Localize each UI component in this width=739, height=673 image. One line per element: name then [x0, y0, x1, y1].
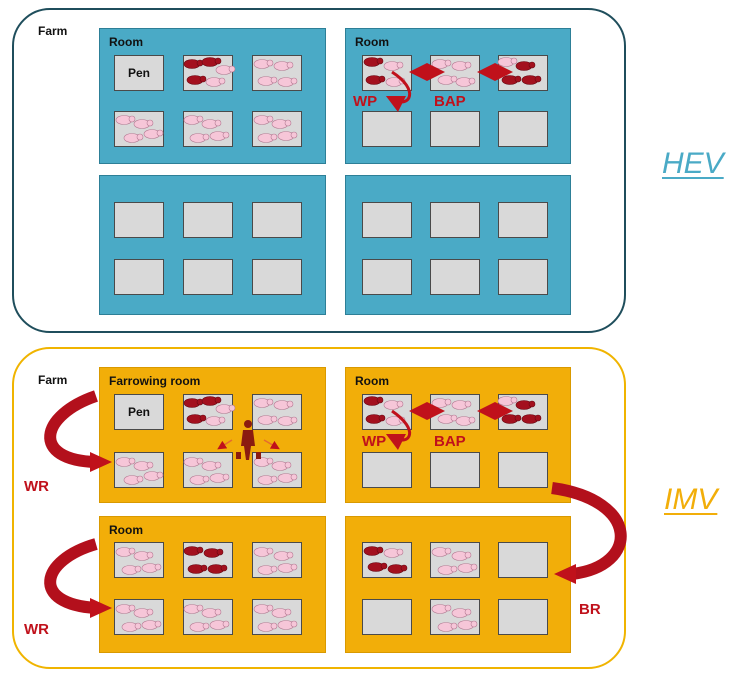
- wp-arrow-icon: [385, 70, 412, 113]
- room-label: Room: [355, 374, 389, 388]
- pen-label: Pen: [127, 66, 150, 80]
- room-label: Farrowing room: [109, 374, 201, 388]
- hev-pen-empty: [498, 259, 548, 295]
- room-label: Room: [109, 523, 143, 537]
- bap-label: BAP: [434, 93, 466, 110]
- pig-group-icon: [253, 398, 298, 426]
- pig-group-icon: [183, 115, 230, 143]
- wr-arrow-icon: [44, 538, 98, 614]
- pig-group-icon: [183, 457, 230, 485]
- pig-group-icon: [431, 547, 478, 575]
- pig-group-icon: [431, 398, 476, 426]
- pig-group-icon: [363, 57, 406, 87]
- pig-group-icon: [431, 59, 476, 87]
- br-arrow-icon: [551, 482, 627, 580]
- pig-group-icon: [115, 604, 162, 632]
- room-label: Room: [109, 35, 143, 49]
- pig-group-icon: [253, 59, 298, 87]
- pig-group-icon: [183, 396, 236, 426]
- farmer-icon: [217, 420, 280, 460]
- hev-pen-empty: [183, 259, 233, 295]
- pig-group-icon: [253, 115, 298, 143]
- hev-pen-empty: [252, 259, 302, 295]
- room-label: Room: [355, 35, 389, 49]
- bap-label: BAP: [434, 433, 466, 450]
- hev-pen-labelled: Pen: [114, 55, 164, 91]
- hev-farm: Farm: [12, 8, 626, 333]
- wp-arrow-icon: [385, 409, 412, 451]
- wp-label: WP: [353, 93, 378, 110]
- imv-pen-empty: [498, 452, 548, 488]
- pig-group-icon: [183, 604, 230, 632]
- hev-pen-empty: [114, 202, 164, 238]
- hev-pen-empty: [362, 111, 412, 147]
- hev-pen-pink: [183, 111, 233, 147]
- imv-tag: IMV: [664, 483, 718, 516]
- hev-pen-empty: [362, 202, 412, 238]
- pig-group-icon: [115, 547, 162, 575]
- pig-group-icon: [497, 57, 542, 85]
- pig-group-icon: [115, 457, 164, 485]
- imv-pen-empty: [362, 452, 412, 488]
- wr-label: WR: [24, 478, 49, 495]
- pen-label: Pen: [127, 405, 150, 419]
- hev-farm-label: Farm: [38, 24, 68, 38]
- imv-farm-label: Farm: [38, 373, 68, 387]
- pig-group-icon: [115, 115, 164, 143]
- pig-group-icon: [253, 457, 298, 485]
- pig-group-icon: [497, 396, 542, 424]
- br-label: BR: [579, 601, 601, 618]
- br-arrowhead-icon: [554, 564, 576, 584]
- imv-pen-empty: [362, 599, 412, 635]
- hev-pen-empty: [362, 259, 412, 295]
- pig-group-icon: [253, 547, 298, 575]
- pig-group-icon: [431, 604, 478, 632]
- imv-pen-empty: [498, 542, 548, 578]
- hev-pen-empty: [252, 202, 302, 238]
- hev-pen-empty: [430, 202, 480, 238]
- wr-arrowhead-icon: [90, 452, 112, 472]
- wr-label: WR: [24, 621, 49, 638]
- pig-group-icon: [253, 604, 298, 632]
- pig-group-icon: [363, 546, 408, 574]
- hev-pen-empty: [114, 259, 164, 295]
- imv-pen-empty: [498, 599, 548, 635]
- pig-group-icon: [363, 396, 406, 426]
- hev-tag: HEV: [662, 147, 724, 180]
- hev-pen-empty: [498, 202, 548, 238]
- wr-arrow-icon: [44, 390, 99, 468]
- imv-pen-empty: [430, 452, 480, 488]
- imv-farm: Farm: [12, 347, 626, 669]
- wp-label: WP: [362, 433, 387, 450]
- hev-pen-empty: [430, 111, 480, 147]
- hev-pen-empty: [430, 259, 480, 295]
- hev-pen-empty: [183, 202, 233, 238]
- hev-pen-empty: [498, 111, 548, 147]
- imv-pen-labelled: Pen: [114, 394, 164, 430]
- pig-group-icon: [183, 57, 236, 87]
- wr-arrowhead-icon: [90, 598, 112, 618]
- pig-group-icon: [183, 546, 228, 574]
